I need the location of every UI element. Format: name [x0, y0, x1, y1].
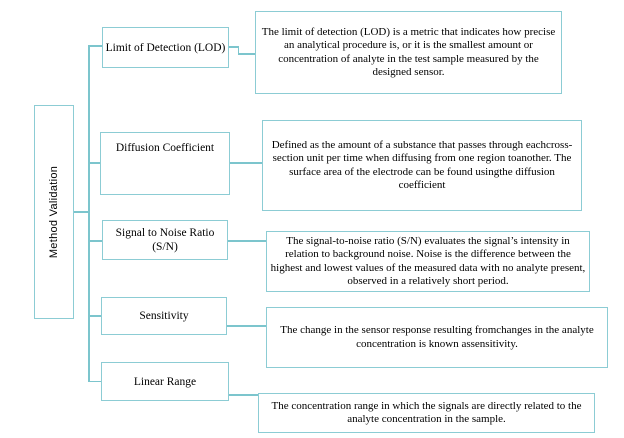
connector-signal-noise-to-desc	[228, 240, 266, 242]
term-label: Sensitivity	[139, 310, 189, 322]
term-label: Signal to Noise Ratio (S/N)	[115, 227, 215, 253]
term-label: Limit of Detection (LOD)	[105, 41, 226, 54]
description-text: Defined as the amount of a substance tha…	[271, 138, 573, 192]
connector-diffusion-to-desc	[230, 162, 262, 164]
description-box-sensitivity: The change in the sensor response result…	[266, 307, 608, 368]
description-text: The concentration range in which the sig…	[271, 399, 582, 426]
connector-stub-lod	[88, 45, 103, 47]
term-label: Diffusion Coefficient	[115, 142, 215, 154]
connector-linear-range-to-desc	[229, 394, 258, 396]
connector-trunk-vertical	[88, 45, 90, 382]
connector-lod-to-desc-h1	[229, 46, 239, 48]
description-box-linear-range: The concentration range in which the sig…	[258, 393, 595, 433]
connector-stub-linear-range	[88, 380, 102, 382]
description-text: The change in the sensor response result…	[280, 324, 594, 350]
term-box-signal-to-noise-ratio: Signal to Noise Ratio (S/N)	[102, 220, 228, 260]
description-box-signal-to-noise-ratio: The signal-to-noise ratio (S/N) evaluate…	[266, 231, 590, 292]
term-box-linear-range: Linear Range	[101, 362, 229, 401]
root-node-label: Method Validation	[48, 165, 60, 259]
description-text: The signal-to-noise ratio (S/N) evaluate…	[270, 234, 586, 288]
root-node-method-validation: Method Validation	[34, 105, 74, 319]
connector-root-to-trunk	[74, 211, 88, 213]
term-box-diffusion-coefficient: Diffusion Coefficient	[100, 132, 230, 195]
description-text: The limit of detection (LOD) is a metric…	[261, 25, 556, 79]
connector-sensitivity-to-desc	[227, 325, 266, 327]
connector-stub-diffusion	[88, 162, 101, 164]
term-label: Linear Range	[133, 375, 197, 388]
connector-stub-sensitivity	[88, 315, 102, 317]
description-box-diffusion-coefficient: Defined as the amount of a substance tha…	[262, 120, 582, 211]
term-box-sensitivity: Sensitivity	[101, 297, 227, 335]
description-box-limit-of-detection: The limit of detection (LOD) is a metric…	[255, 11, 562, 94]
connector-stub-signal-noise	[88, 240, 103, 242]
connector-lod-to-desc-h2	[237, 53, 256, 55]
term-box-limit-of-detection: Limit of Detection (LOD)	[102, 27, 229, 68]
connector-lod-to-desc-v	[237, 46, 239, 54]
